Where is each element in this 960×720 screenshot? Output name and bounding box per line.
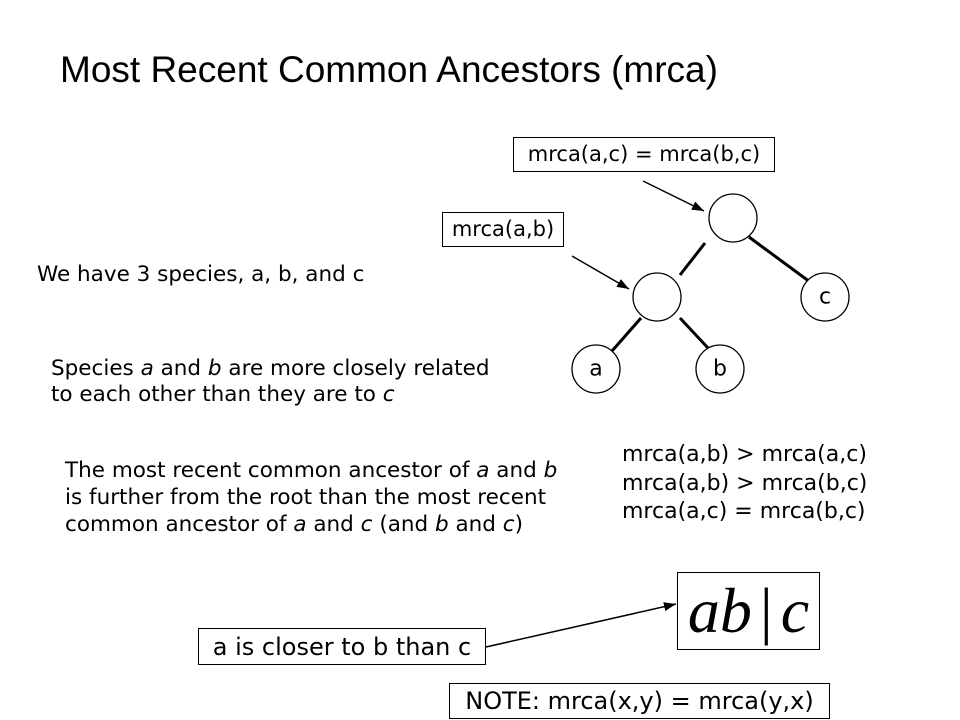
- root-node: [708, 193, 758, 243]
- species-note-text: to each other than they are to: [51, 382, 383, 407]
- species-note-line-1: Species a and b are more closely related: [51, 358, 489, 380]
- ancestor-note-text: and: [306, 512, 361, 537]
- notation-left: ab: [687, 575, 752, 646]
- species-name-a: a: [476, 458, 490, 483]
- species-note-text: and: [153, 356, 208, 381]
- leaf-node-c: [800, 272, 850, 322]
- species-name-c: c: [360, 512, 373, 537]
- species-name-c: c: [502, 512, 515, 537]
- ancestor-note-text: common ancestor of: [65, 512, 294, 537]
- ancestor-note-text: ): [514, 512, 523, 537]
- footnote-box: NOTE: mrca(x,y) = mrca(y,x): [449, 683, 830, 719]
- species-name-b: b: [543, 458, 558, 483]
- notation-right: c: [780, 575, 810, 646]
- ancestor-note-text: The most recent common ancestor of: [65, 458, 477, 483]
- species-name-b: b: [207, 356, 222, 381]
- leaf-node-b: [695, 344, 745, 394]
- species-note-text: are more closely related: [221, 356, 490, 381]
- ancestor-note-text: and: [489, 458, 544, 483]
- arrow-to-root-node: [642, 180, 705, 212]
- footnote-label: NOTE: mrca(x,y) = mrca(y,x): [465, 687, 814, 715]
- ancestor-note-line-1: The most recent common ancestor of a and…: [65, 460, 557, 482]
- closer-note-label: a is closer to b than c: [212, 632, 472, 661]
- species-name-a: a: [140, 356, 154, 381]
- arrow-to-notation-box: [485, 602, 677, 648]
- intro-text: We have 3 species, a, b, and c: [37, 262, 365, 287]
- mrca-ab-node: [632, 272, 682, 322]
- species-note-line-2: to each other than they are to c: [51, 384, 395, 406]
- callout-ab-mrca: mrca(a,b): [442, 212, 564, 247]
- edge-root-to-mrca-ab: [678, 242, 707, 276]
- relation-line-3: mrca(a,c) = mrca(b,c): [622, 499, 866, 524]
- ancestor-note-line-3: common ancestor of a and c (and b and c): [65, 514, 523, 536]
- callout-ab-mrca-label: mrca(a,b): [451, 217, 555, 241]
- edge-mrca-ab-to-a: [610, 317, 643, 352]
- species-name-b: b: [435, 512, 449, 537]
- species-note-text: Species: [51, 356, 141, 381]
- leaf-label-a: a: [589, 357, 602, 382]
- notation-box: ab|c: [677, 572, 820, 650]
- ancestor-note-text: and: [448, 512, 503, 537]
- notation-separator: |: [759, 575, 773, 646]
- ancestor-note-text: (and: [372, 512, 435, 537]
- relation-line-2: mrca(a,b) > mrca(b,c): [622, 471, 868, 496]
- edge-mrca-ab-to-b: [678, 316, 710, 350]
- edge-root-to-c: [748, 235, 811, 284]
- leaf-label-b: b: [713, 357, 727, 382]
- leaf-node-a: [571, 344, 621, 394]
- leaf-label-c: c: [819, 285, 831, 310]
- species-name-a: a: [293, 512, 307, 537]
- relation-line-1: mrca(a,b) > mrca(a,c): [622, 442, 867, 467]
- species-name-c: c: [382, 382, 395, 407]
- closer-note-box: a is closer to b than c: [198, 628, 486, 665]
- callout-root-mrca-label: mrca(a,c) = mrca(b,c): [527, 142, 761, 166]
- ancestor-note-line-2: is further from the root than the most r…: [65, 485, 546, 510]
- callout-root-mrca: mrca(a,c) = mrca(b,c): [513, 137, 775, 172]
- arrow-to-mrca-ab-node: [571, 255, 630, 290]
- page-title: Most Recent Common Ancestors (mrca): [60, 49, 718, 90]
